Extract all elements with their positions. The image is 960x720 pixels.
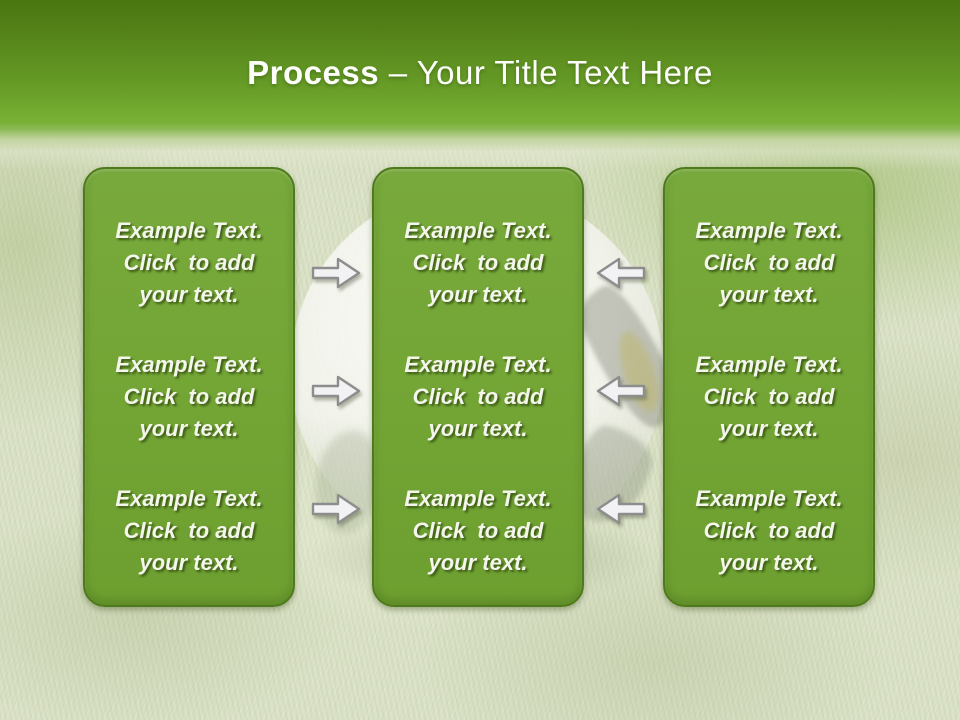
- text-placeholder[interactable]: Example Text. Click to add your text.: [91, 215, 287, 311]
- placeholder-line: Click to add: [412, 518, 544, 543]
- placeholder-line: your text.: [719, 550, 819, 575]
- placeholder-line: Example Text.: [115, 218, 263, 243]
- placeholder-line: Example Text.: [115, 486, 263, 511]
- text-placeholder[interactable]: Example Text. Click to add your text.: [380, 483, 576, 579]
- right-arrow-icon: [311, 493, 361, 525]
- text-placeholder[interactable]: Example Text. Click to add your text.: [91, 483, 287, 579]
- right-arrow-icon: [311, 257, 361, 289]
- placeholder-line: Example Text.: [695, 352, 843, 377]
- placeholder-line: Click to add: [703, 518, 835, 543]
- text-placeholder[interactable]: Example Text. Click to add your text.: [671, 215, 867, 311]
- placeholder-line: your text.: [719, 282, 819, 307]
- title-subtitle: – Your Title Text Here: [379, 54, 713, 91]
- placeholder-line: Click to add: [123, 384, 255, 409]
- placeholder-line: Click to add: [123, 250, 255, 275]
- text-placeholder[interactable]: Example Text. Click to add your text.: [671, 483, 867, 579]
- right-arrow-icon: [311, 375, 361, 407]
- placeholder-line: your text.: [719, 416, 819, 441]
- header-banner: [0, 0, 960, 170]
- placeholder-line: Click to add: [703, 384, 835, 409]
- placeholder-line: Click to add: [412, 384, 544, 409]
- text-placeholder[interactable]: Example Text. Click to add your text.: [380, 215, 576, 311]
- placeholder-line: your text.: [428, 282, 528, 307]
- left-arrow-icon: [596, 493, 646, 525]
- placeholder-line: your text.: [428, 416, 528, 441]
- placeholder-line: Example Text.: [404, 218, 552, 243]
- process-box-left[interactable]: Example Text. Click to add your text. Ex…: [83, 167, 295, 607]
- placeholder-line: Example Text.: [404, 352, 552, 377]
- placeholder-line: Example Text.: [115, 352, 263, 377]
- placeholder-line: Click to add: [412, 250, 544, 275]
- placeholder-line: Click to add: [703, 250, 835, 275]
- placeholder-line: your text.: [428, 550, 528, 575]
- left-arrow-icon: [596, 257, 646, 289]
- left-arrow-icon: [596, 375, 646, 407]
- placeholder-line: your text.: [139, 416, 239, 441]
- placeholder-line: your text.: [139, 550, 239, 575]
- title-keyword: Process: [247, 54, 380, 91]
- placeholder-line: your text.: [139, 282, 239, 307]
- text-placeholder[interactable]: Example Text. Click to add your text.: [671, 349, 867, 445]
- placeholder-line: Example Text.: [404, 486, 552, 511]
- process-box-middle[interactable]: Example Text. Click to add your text. Ex…: [372, 167, 584, 607]
- text-placeholder[interactable]: Example Text. Click to add your text.: [380, 349, 576, 445]
- placeholder-line: Example Text.: [695, 486, 843, 511]
- slide-title: Process – Your Title Text Here: [0, 54, 960, 92]
- text-placeholder[interactable]: Example Text. Click to add your text.: [91, 349, 287, 445]
- placeholder-line: Click to add: [123, 518, 255, 543]
- placeholder-line: Example Text.: [695, 218, 843, 243]
- process-box-right[interactable]: Example Text. Click to add your text. Ex…: [663, 167, 875, 607]
